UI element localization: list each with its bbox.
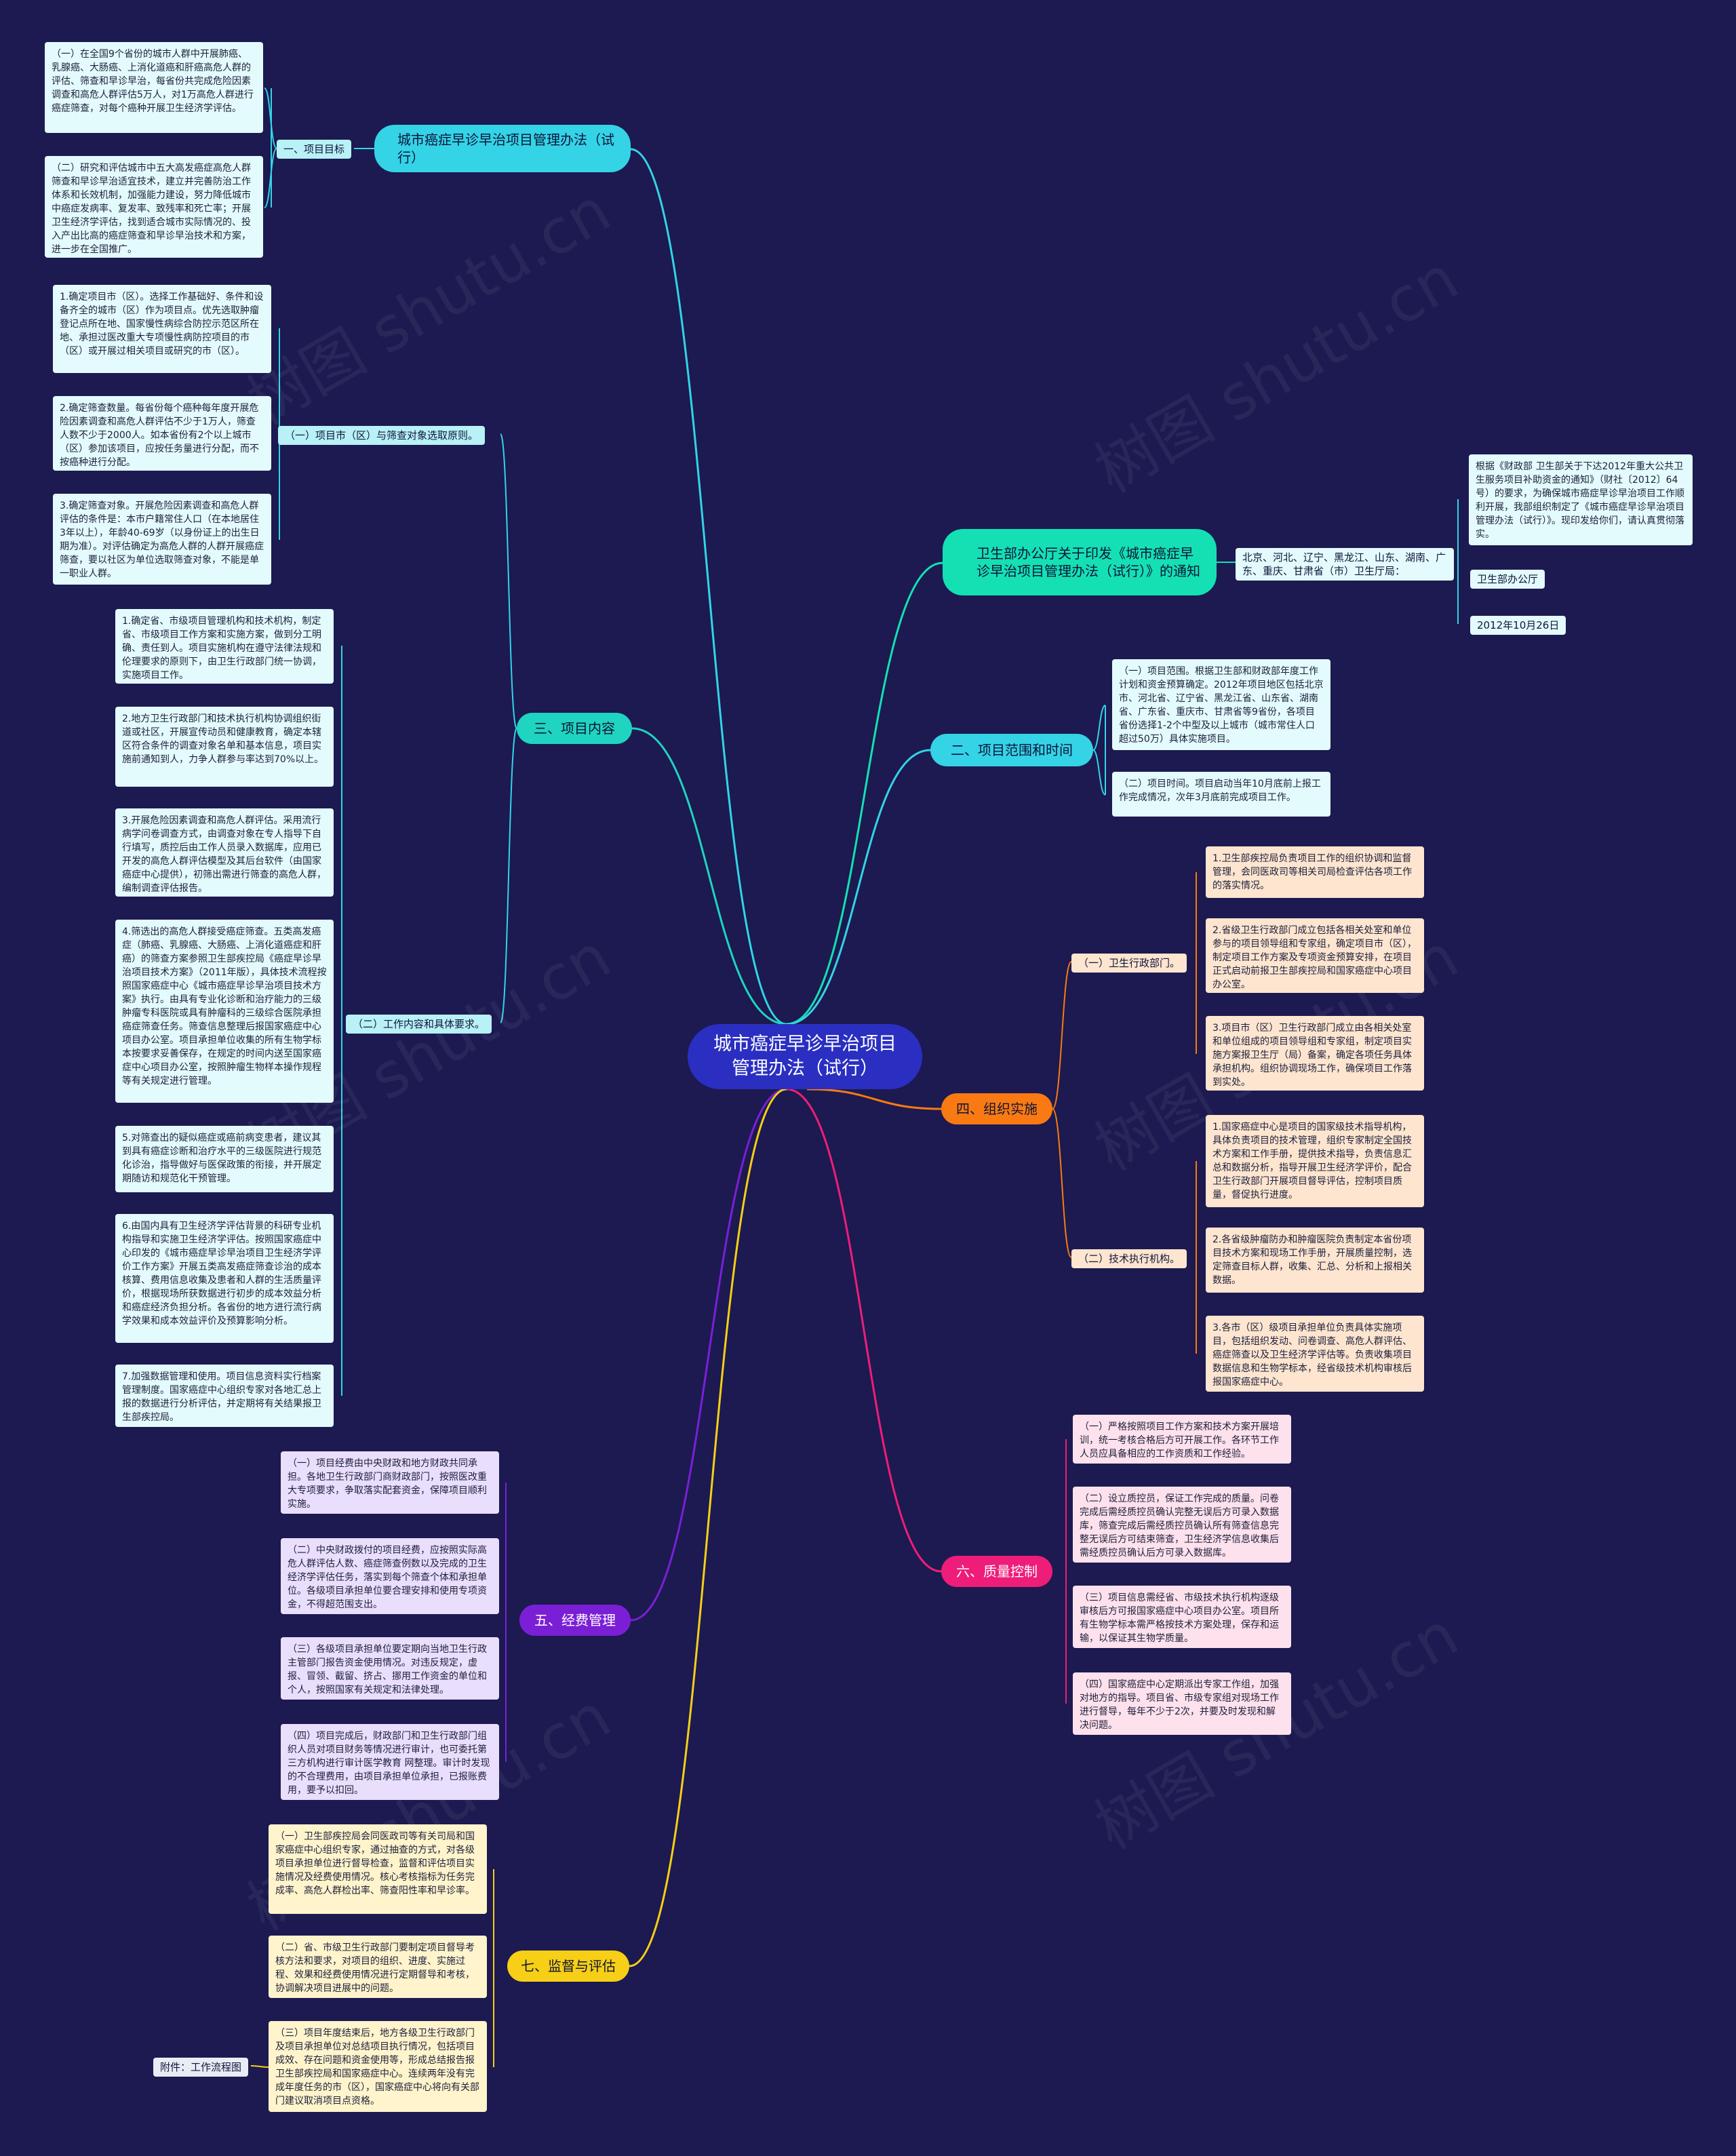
link-scope-1: [1092, 705, 1106, 751]
branch-quality-control[interactable]: 六、质量控制: [941, 1556, 1052, 1587]
link-root-b3: [786, 749, 931, 1025]
leaf-qc-2: （二）设立质控员，保证工作完成的质量。问卷完成后需经质控员确认完整无误后方可录入…: [1073, 1487, 1291, 1563]
leaf-fund-3: （三）各级项目承担单位要定期向当地卫生行政主管部门报告资金使用情况。对违反规定，…: [281, 1637, 499, 1700]
leaf-scope-2: （二）项目时间。项目启动当年10月底前上报工作完成情况，次年3月底前完成项目工作…: [1112, 772, 1330, 817]
leaf-sup-1: （一）卫生部疾控局会同医政司等有关司局和国家癌症中心组织专家，通过抽查的方式，对…: [269, 1824, 487, 1914]
leaf-work-5: 5.对筛查出的疑似癌症或癌前病变患者，建议其到具有癌症诊断和治疗水平的三级医院进…: [115, 1126, 334, 1192]
leaf-sup-3: （三）项目年度结束后，地方各级卫生行政部门及项目承担单位对总结项目执行情况，包括…: [269, 2021, 487, 2112]
link-root-b7: [786, 1088, 942, 1573]
leaf-work-2: 2.地方卫生行政部门和技术执行机构协调组织街道或社区，开展宣传动员和健康教育，确…: [115, 707, 334, 787]
leaf-work-4: 4.筛选出的高危人群接受癌症筛查。五类高发癌症（肺癌、乳腺癌、大肠癌、上消化道癌…: [115, 920, 334, 1103]
leaf-tech-2: 2.各省级肿瘤防办和肿瘤医院负责制定本省份项目技术方案和现场工作手册，开展质量控…: [1206, 1228, 1424, 1293]
link-root-b1: [630, 148, 787, 1025]
sub-project-goal[interactable]: 一、项目目标: [277, 140, 352, 159]
leaf-org-1: 1.卫生部疾控局负责项目工作的组织协调和监督管理，会同医政司等相关司局检查评估各…: [1206, 846, 1424, 898]
link-root-b8: [629, 1088, 787, 1967]
sub-issuer[interactable]: 卫生部办公厅: [1470, 570, 1545, 589]
leaf-qc-1: （一）严格按照项目工作方案和技术方案开展培训，统一考核合格后方可开展工作。各环节…: [1073, 1415, 1291, 1464]
branch-management-measures[interactable]: 城市癌症早诊早治项目管理办法（试行）: [374, 125, 631, 172]
sub-health-dept[interactable]: （一）卫生行政部门。: [1071, 954, 1187, 973]
leaf-goal-2: （二）研究和评估城市中五大高发癌症高危人群筛查和早诊早治适宜技术，建立并完善防治…: [45, 156, 263, 258]
branch-funding[interactable]: 五、经费管理: [519, 1605, 631, 1636]
sub-city-selection[interactable]: （一）项目市（区）与筛查对象选取原则。: [278, 426, 486, 445]
leaf-goal-1: （一）在全国9个省份的城市人群中开展肺癌、乳腺癌、大肠癌、上消化道癌和肝癌高危人…: [45, 42, 263, 133]
link-b4-select: [500, 433, 517, 729]
sub-attachment[interactable]: 附件：工作流程图: [153, 2058, 249, 2077]
leaf-sup-2: （二）省、市级卫生行政部门要制定项目督导考核方法和要求，对项目的组织、进度、实施…: [269, 1936, 487, 1998]
link-b5-dept: [1052, 961, 1072, 1110]
link-root-b5: [806, 1088, 942, 1110]
link-root-b2: [786, 562, 943, 1025]
branch-supervision[interactable]: 七、监督与评估: [507, 1951, 629, 1982]
branch-project-content[interactable]: 三、项目内容: [517, 713, 632, 744]
leaf-work-1: 1.确定省、市级项目管理机构和技术机构，制定省、市级项目工作方案和实施方案，做到…: [115, 609, 334, 684]
sub-work-content[interactable]: （二）工作内容和具体要求。: [346, 1015, 492, 1034]
leaf-work-3: 3.开展危险因素调查和高危人群评估。采用流行病学问卷调查方式，由调查对象在专人指…: [115, 808, 334, 897]
leaf-qc-4: （四）国家癌症中心定期派出专家工作组，加强对地方的指导。项目省、市级专家组对现场…: [1073, 1672, 1291, 1735]
link-root-b4: [631, 727, 787, 1025]
leaf-tech-3: 3.各市（区）级项目承担单位负责具体实施项目，包括组织发动、问卷调查、高危人群评…: [1206, 1316, 1424, 1392]
link-b5-tech: [1052, 1108, 1072, 1258]
leaf-work-7: 7.加强数据管理和使用。项目信息资料实行档案管理制度。国家癌症中心组织专家对各地…: [115, 1365, 334, 1427]
link-goal-1: [264, 87, 277, 149]
root-topic[interactable]: 城市癌症早诊早治项目管理办法（试行）: [688, 1024, 922, 1089]
leaf-tech-1: 1.国家癌症中心是项目的国家级技术指导机构，具体负责项目的技术管理，组织专家制定…: [1206, 1115, 1424, 1207]
sub-recipients[interactable]: 北京、河北、辽宁、黑龙江、山东、湖南、广东、重庆、甘肃省（市）卫生厅局：: [1236, 548, 1454, 581]
link-sup3-attachment: [250, 2065, 269, 2068]
link-root-b6: [630, 1088, 787, 1622]
sub-date[interactable]: 2012年10月26日: [1470, 616, 1566, 635]
branch-organization[interactable]: 四、组织实施: [941, 1093, 1052, 1124]
link-scope-2: [1092, 749, 1106, 796]
leaf-work-6: 6.由国内具有卫生经济学评估背景的科研专业机构指导和实施卫生经济学评估。按照国家…: [115, 1214, 334, 1343]
leaf-org-2: 2.省级卫生行政部门成立包括各相关处室和单位参与的项目领导组和专家组，确定项目市…: [1206, 918, 1424, 993]
leaf-fund-1: （一）项目经费由中央财政和地方财政共同承担。各地卫生行政部门商财政部门，按照医改…: [281, 1451, 499, 1514]
link-b4-work: [500, 728, 517, 1023]
leaf-selection-2: 2.确定筛查数量。每省份每个癌种每年度开展危险因素调查和高危人群评估不少于1万人…: [53, 396, 271, 471]
leaf-fund-2: （二）中央财政拨付的项目经费，应按照实际高危人群评估人数、癌症筛查例数以及完成的…: [281, 1538, 499, 1614]
link-goal-2: [264, 148, 277, 208]
leaf-selection-1: 1.确定项目市（区）。选择工作基础好、条件和设备齐全的城市（区）作为项目点。优先…: [53, 285, 271, 373]
leaf-org-3: 3.项目市（区）卫生行政部门成立由各相关处室和单位组成的项目领导组和专家组，制定…: [1206, 1016, 1424, 1091]
leaf-fund-4: （四）项目完成后，财政部门和卫生行政部门组织人员对项目财务等情况进行审计，也可委…: [281, 1724, 499, 1800]
leaf-qc-3: （三）项目信息需经省、市级技术执行机构逐级审核后方可报国家癌症中心项目办公室。项…: [1073, 1586, 1291, 1648]
sub-tech-agency[interactable]: （二）技术执行机构。: [1071, 1249, 1187, 1268]
leaf-selection-3: 3.确定筛查对象。开展危险因素调查和高危人群评估的条件是：本市户籍常住人口（在本…: [53, 494, 271, 585]
leaf-scope-1: （一）项目范围。根据卫生部和财政部年度工作计划和资金预算确定。2012年项目地区…: [1112, 659, 1330, 750]
branch-scope-time[interactable]: 二、项目范围和时间: [930, 734, 1093, 766]
leaf-notice-body: 根据《财政部 卫生部关于下达2012年重大公共卫生服务项目补助资金的通知》（财社…: [1469, 454, 1693, 545]
branch-notice[interactable]: 卫生部办公厅关于印发《城市癌症早诊早治项目管理办法（试行）》的通知: [943, 529, 1217, 595]
